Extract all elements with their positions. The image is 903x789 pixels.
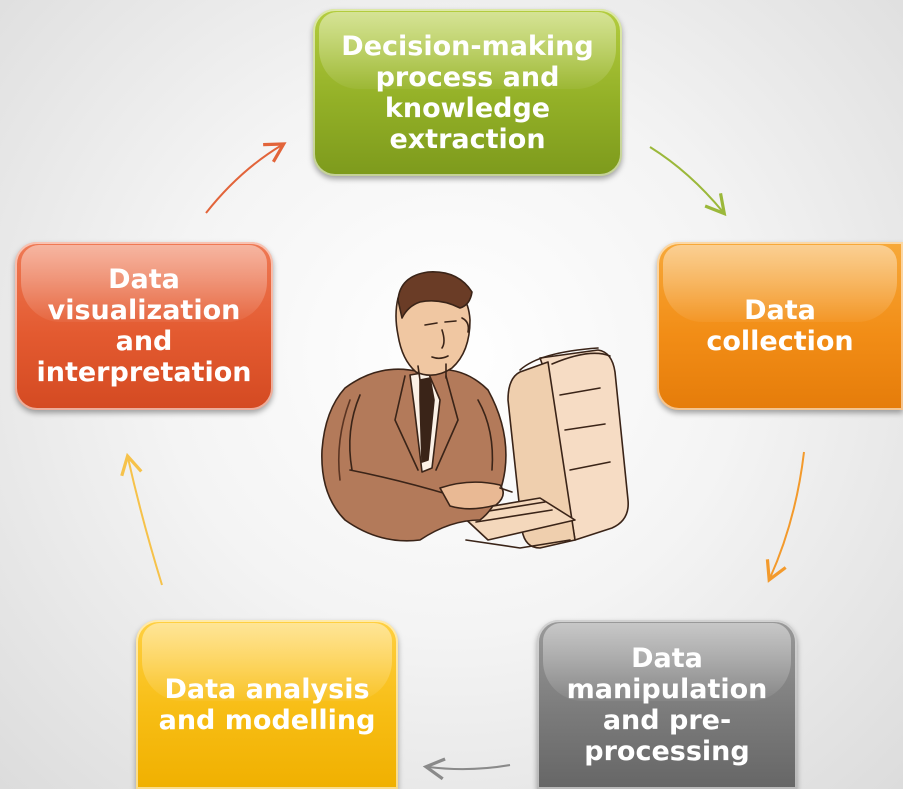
step-data-visualization: Data visualization and interpretation: [15, 242, 273, 410]
step-data-manipulation-label: Data manipulation and pre-processing: [566, 642, 768, 767]
step-decision-making: Decision-making process and knowledge ex…: [313, 9, 622, 176]
arrow-bottom-right-to-bottom-left: [422, 757, 511, 781]
step-decision-making-label: Decision-making process and knowledge ex…: [341, 30, 594, 155]
arrow-top-to-right: [649, 146, 727, 217]
arrow-left-to-top: [205, 142, 287, 214]
step-data-analysis-label: Data analysis and modelling: [158, 673, 376, 736]
step-data-analysis: Data analysis and modelling: [136, 620, 398, 789]
step-data-collection: Data collection: [657, 242, 903, 410]
arrow-right-to-bottom-right: [765, 451, 805, 583]
step-data-collection-label: Data collection: [706, 295, 854, 357]
step-data-manipulation: Data manipulation and pre-processing: [537, 620, 797, 789]
step-data-visualization-label: Data visualization and interpretation: [36, 264, 252, 388]
arrow-bottom-left-to-left: [120, 452, 163, 586]
